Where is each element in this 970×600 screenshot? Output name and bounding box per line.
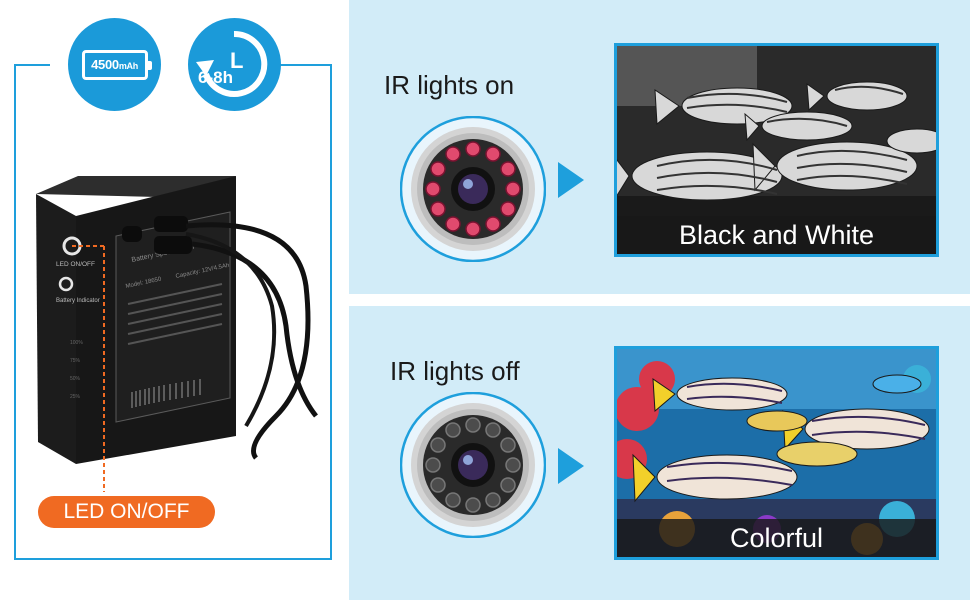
runtime-clock-letter: L <box>230 48 243 73</box>
black-and-white-photo: Black and White <box>614 43 939 257</box>
runtime-hours: 6-8h <box>198 68 233 87</box>
black-and-white-caption: Black and White <box>617 216 936 254</box>
indicator-level: 100% <box>70 340 83 346</box>
indicator-level: 25% <box>70 394 81 400</box>
frame-gap <box>50 62 276 70</box>
clock-icon: L 6-8h <box>188 18 281 111</box>
battery-box-device: Battery Specification Model: 18650 Capac… <box>36 176 318 492</box>
indicator-level: 50% <box>70 376 81 382</box>
indicator-level: 75% <box>70 358 81 364</box>
arrow-right-icon <box>558 448 584 484</box>
camera-lens-ir-off <box>399 391 547 539</box>
camera-lens-ir-on <box>399 115 547 263</box>
runtime-badge: L 6-8h <box>188 18 281 111</box>
led-on-off-callout: LED ON/OFF <box>38 496 215 528</box>
left-product-frame <box>14 62 332 560</box>
battery-icon: 4500mAh <box>81 49 152 80</box>
device-led-label: LED ON/OFF <box>56 261 95 268</box>
battery-capacity-badge: 4500mAh <box>68 18 161 111</box>
ir-off-label: IR lights off <box>390 356 520 386</box>
colorful-photo: Colorful <box>614 346 939 560</box>
colorful-caption: Colorful <box>617 519 936 557</box>
ir-on-label: IR lights on <box>384 70 515 100</box>
battery-indicator-label: Battery Indicator <box>56 298 100 304</box>
arrow-right-icon <box>558 162 584 198</box>
battery-capacity-text: 4500mAh <box>91 57 138 72</box>
